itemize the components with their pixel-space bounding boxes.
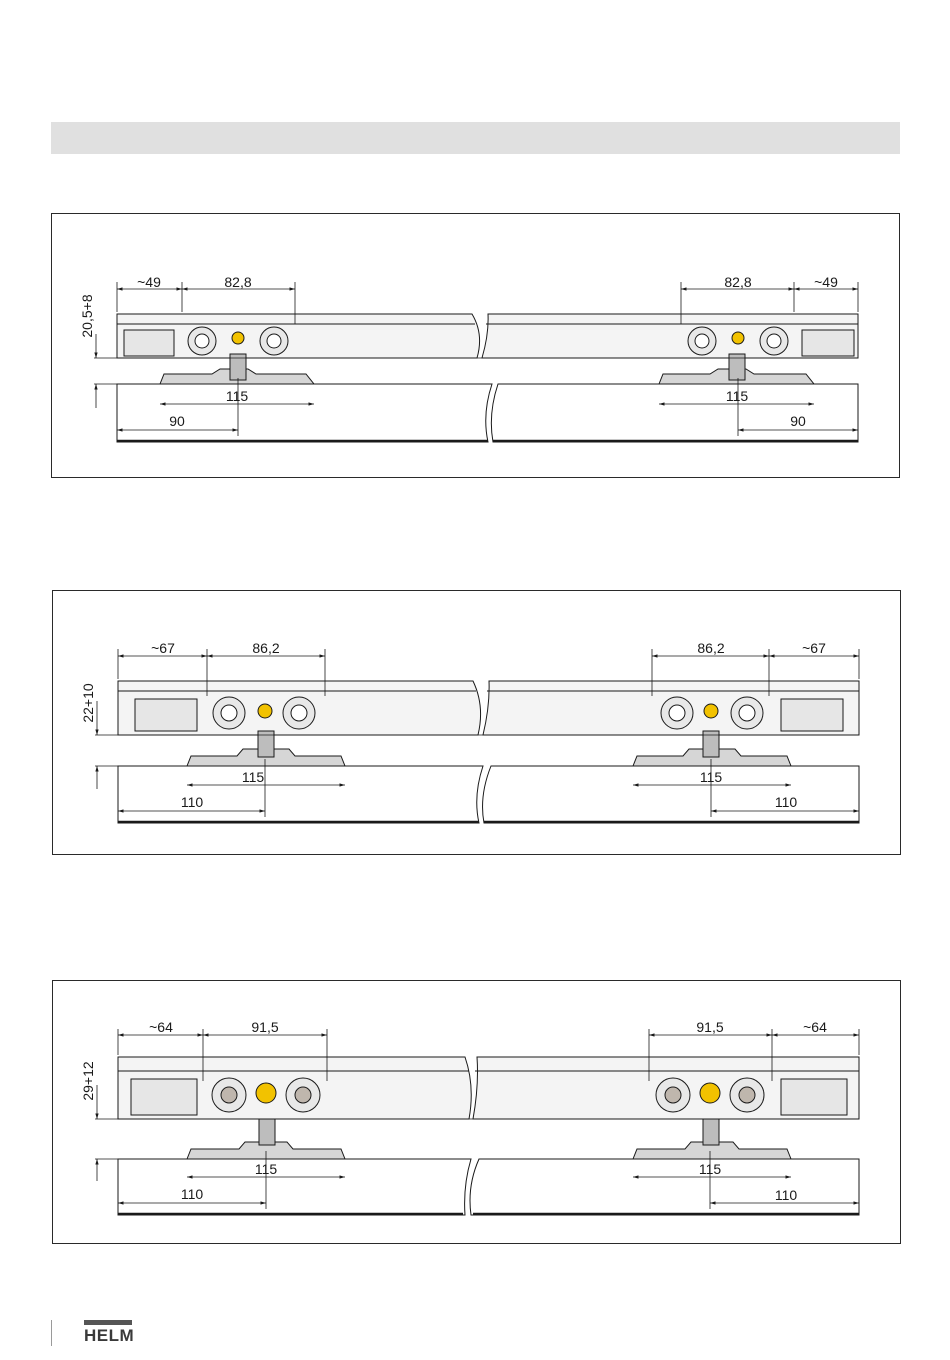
dim-left-edge: 110 <box>181 794 204 810</box>
dim-left-plate: 115 <box>255 1161 278 1177</box>
dim-left-offset: ~64 <box>149 1019 173 1035</box>
dim-right-plate: 115 <box>700 769 723 785</box>
dim-right-span: 91,5 <box>696 1019 723 1035</box>
logo-bar <box>84 1320 132 1325</box>
logo-text: HELM <box>84 1326 134 1346</box>
dim-left-span: 82,8 <box>224 274 251 290</box>
dim-right-offset: ~64 <box>803 1019 827 1035</box>
section-header-band <box>51 122 900 154</box>
dim-right-offset: ~49 <box>814 274 838 290</box>
dim-right-edge: 110 <box>775 794 798 810</box>
dim-left-offset: ~49 <box>137 274 161 290</box>
footer-divider <box>51 1320 52 1346</box>
dim-right-span: 86,2 <box>697 640 724 656</box>
diagram-panel-2: ~67 86,2 86,2 ~67 115 115 110 110 22+10 <box>52 590 901 855</box>
dim-right-span: 82,8 <box>724 274 751 290</box>
dim-right-edge: 110 <box>775 1187 798 1203</box>
dim-height: 20,5+8 <box>79 294 95 337</box>
diagram-panel-3: ~64 91,5 91,5 ~64 115 115 110 110 29+12 <box>52 980 901 1244</box>
dim-left-plate: 115 <box>242 769 265 785</box>
dim-right-plate: 115 <box>726 388 749 404</box>
dim-right-offset: ~67 <box>802 640 826 656</box>
dim-right-plate: 115 <box>699 1161 722 1177</box>
dim-left-edge: 110 <box>181 1186 204 1202</box>
dim-left-edge: 90 <box>169 413 185 429</box>
dim-left-offset: ~67 <box>151 640 175 656</box>
dim-left-span: 91,5 <box>251 1019 278 1035</box>
drawing-1: ~49 82,8 82,8 ~49 115 115 90 90 20,5+8 <box>52 214 901 479</box>
drawing-2: ~67 86,2 86,2 ~67 115 115 110 110 22+10 <box>53 591 902 856</box>
dim-left-plate: 115 <box>226 388 249 404</box>
drawing-3: ~64 91,5 91,5 ~64 115 115 110 110 29+12 <box>53 981 902 1245</box>
diagram-panel-1: ~49 82,8 82,8 ~49 115 115 90 90 20,5+8 <box>51 213 900 478</box>
dim-height: 29+12 <box>80 1061 96 1101</box>
dim-right-edge: 90 <box>790 413 806 429</box>
dim-height: 22+10 <box>80 683 96 723</box>
helm-logo: HELM <box>84 1320 132 1346</box>
dim-left-span: 86,2 <box>252 640 279 656</box>
